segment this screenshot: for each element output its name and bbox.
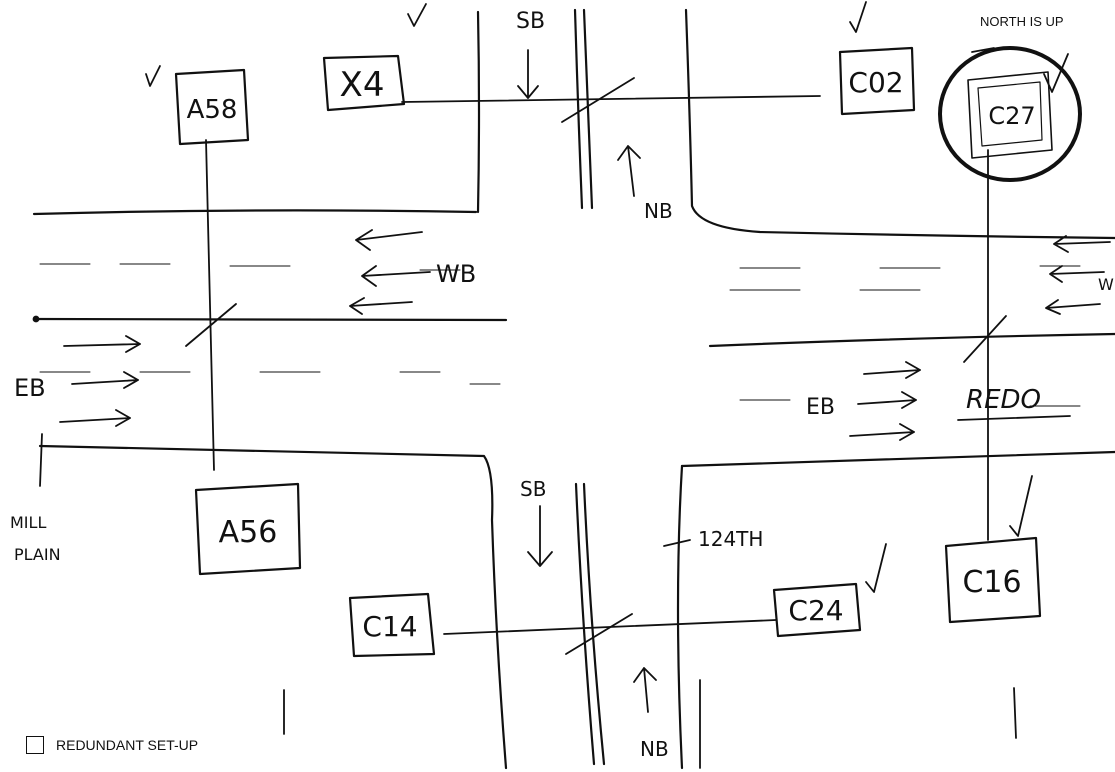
station-boxes	[174, 46, 1082, 658]
north-road-west-edge	[476, 10, 481, 214]
station-c24-label: C24	[788, 594, 843, 627]
eb-right-label: EB	[806, 395, 835, 420]
street-south-label: 124TH	[698, 527, 763, 551]
west-road-centerline	[32, 317, 508, 322]
wire-a58-a56	[205, 139, 215, 471]
south-road-east-edge	[676, 464, 684, 770]
station-c27-label: C27	[988, 102, 1035, 130]
redo-note: REDO	[966, 385, 1041, 415]
station-a56-label: A56	[219, 515, 278, 550]
street-west-label: MILL PLAIN	[10, 513, 61, 564]
cut-west	[185, 303, 237, 347]
station-c16-label: C16	[962, 565, 1021, 600]
sb-top-label: SB	[516, 9, 545, 34]
station-c14-label: C14	[362, 610, 417, 643]
street-west-line-2: PLAIN	[14, 545, 61, 564]
legend-swatch	[26, 736, 44, 754]
north-median-b	[582, 8, 594, 210]
station-a58-label: A58	[187, 95, 238, 125]
north-road-east-edge	[684, 8, 1115, 240]
wire-x4-c02	[401, 95, 821, 103]
cut-east	[963, 315, 1007, 363]
south-median-a	[574, 482, 596, 766]
nb-top-label: NB	[644, 199, 673, 223]
east-road-bottom-edge	[680, 450, 1115, 468]
wb-label: WB	[436, 260, 476, 288]
east-road-centerline	[708, 332, 1115, 348]
legend: REDUNDANT SET-UP	[26, 736, 198, 754]
station-c02-label: C02	[848, 66, 903, 99]
eb-left-label: EB	[14, 374, 46, 402]
north-median-a	[573, 8, 584, 210]
wb-right-label: W	[1098, 275, 1114, 294]
road-edges	[32, 8, 1115, 770]
sb-bottom-label: SB	[520, 477, 546, 501]
cut-south	[565, 613, 633, 655]
cut-north	[561, 77, 635, 123]
detector-wiring	[32, 77, 1007, 655]
nb-bottom-label: NB	[640, 737, 669, 761]
south-median-b	[582, 482, 606, 766]
station-x4-label: X4	[340, 65, 385, 105]
street-west-line-1: MILL	[10, 513, 46, 532]
west-road-top-edge	[32, 209, 478, 216]
north-label: NORTH IS UP	[980, 14, 1064, 29]
legend-label: REDUNDANT SET-UP	[56, 737, 199, 753]
direction-arrows	[39, 1, 1111, 769]
west-road-bottom-edge	[38, 444, 508, 770]
lane-dashes	[39, 263, 1081, 407]
